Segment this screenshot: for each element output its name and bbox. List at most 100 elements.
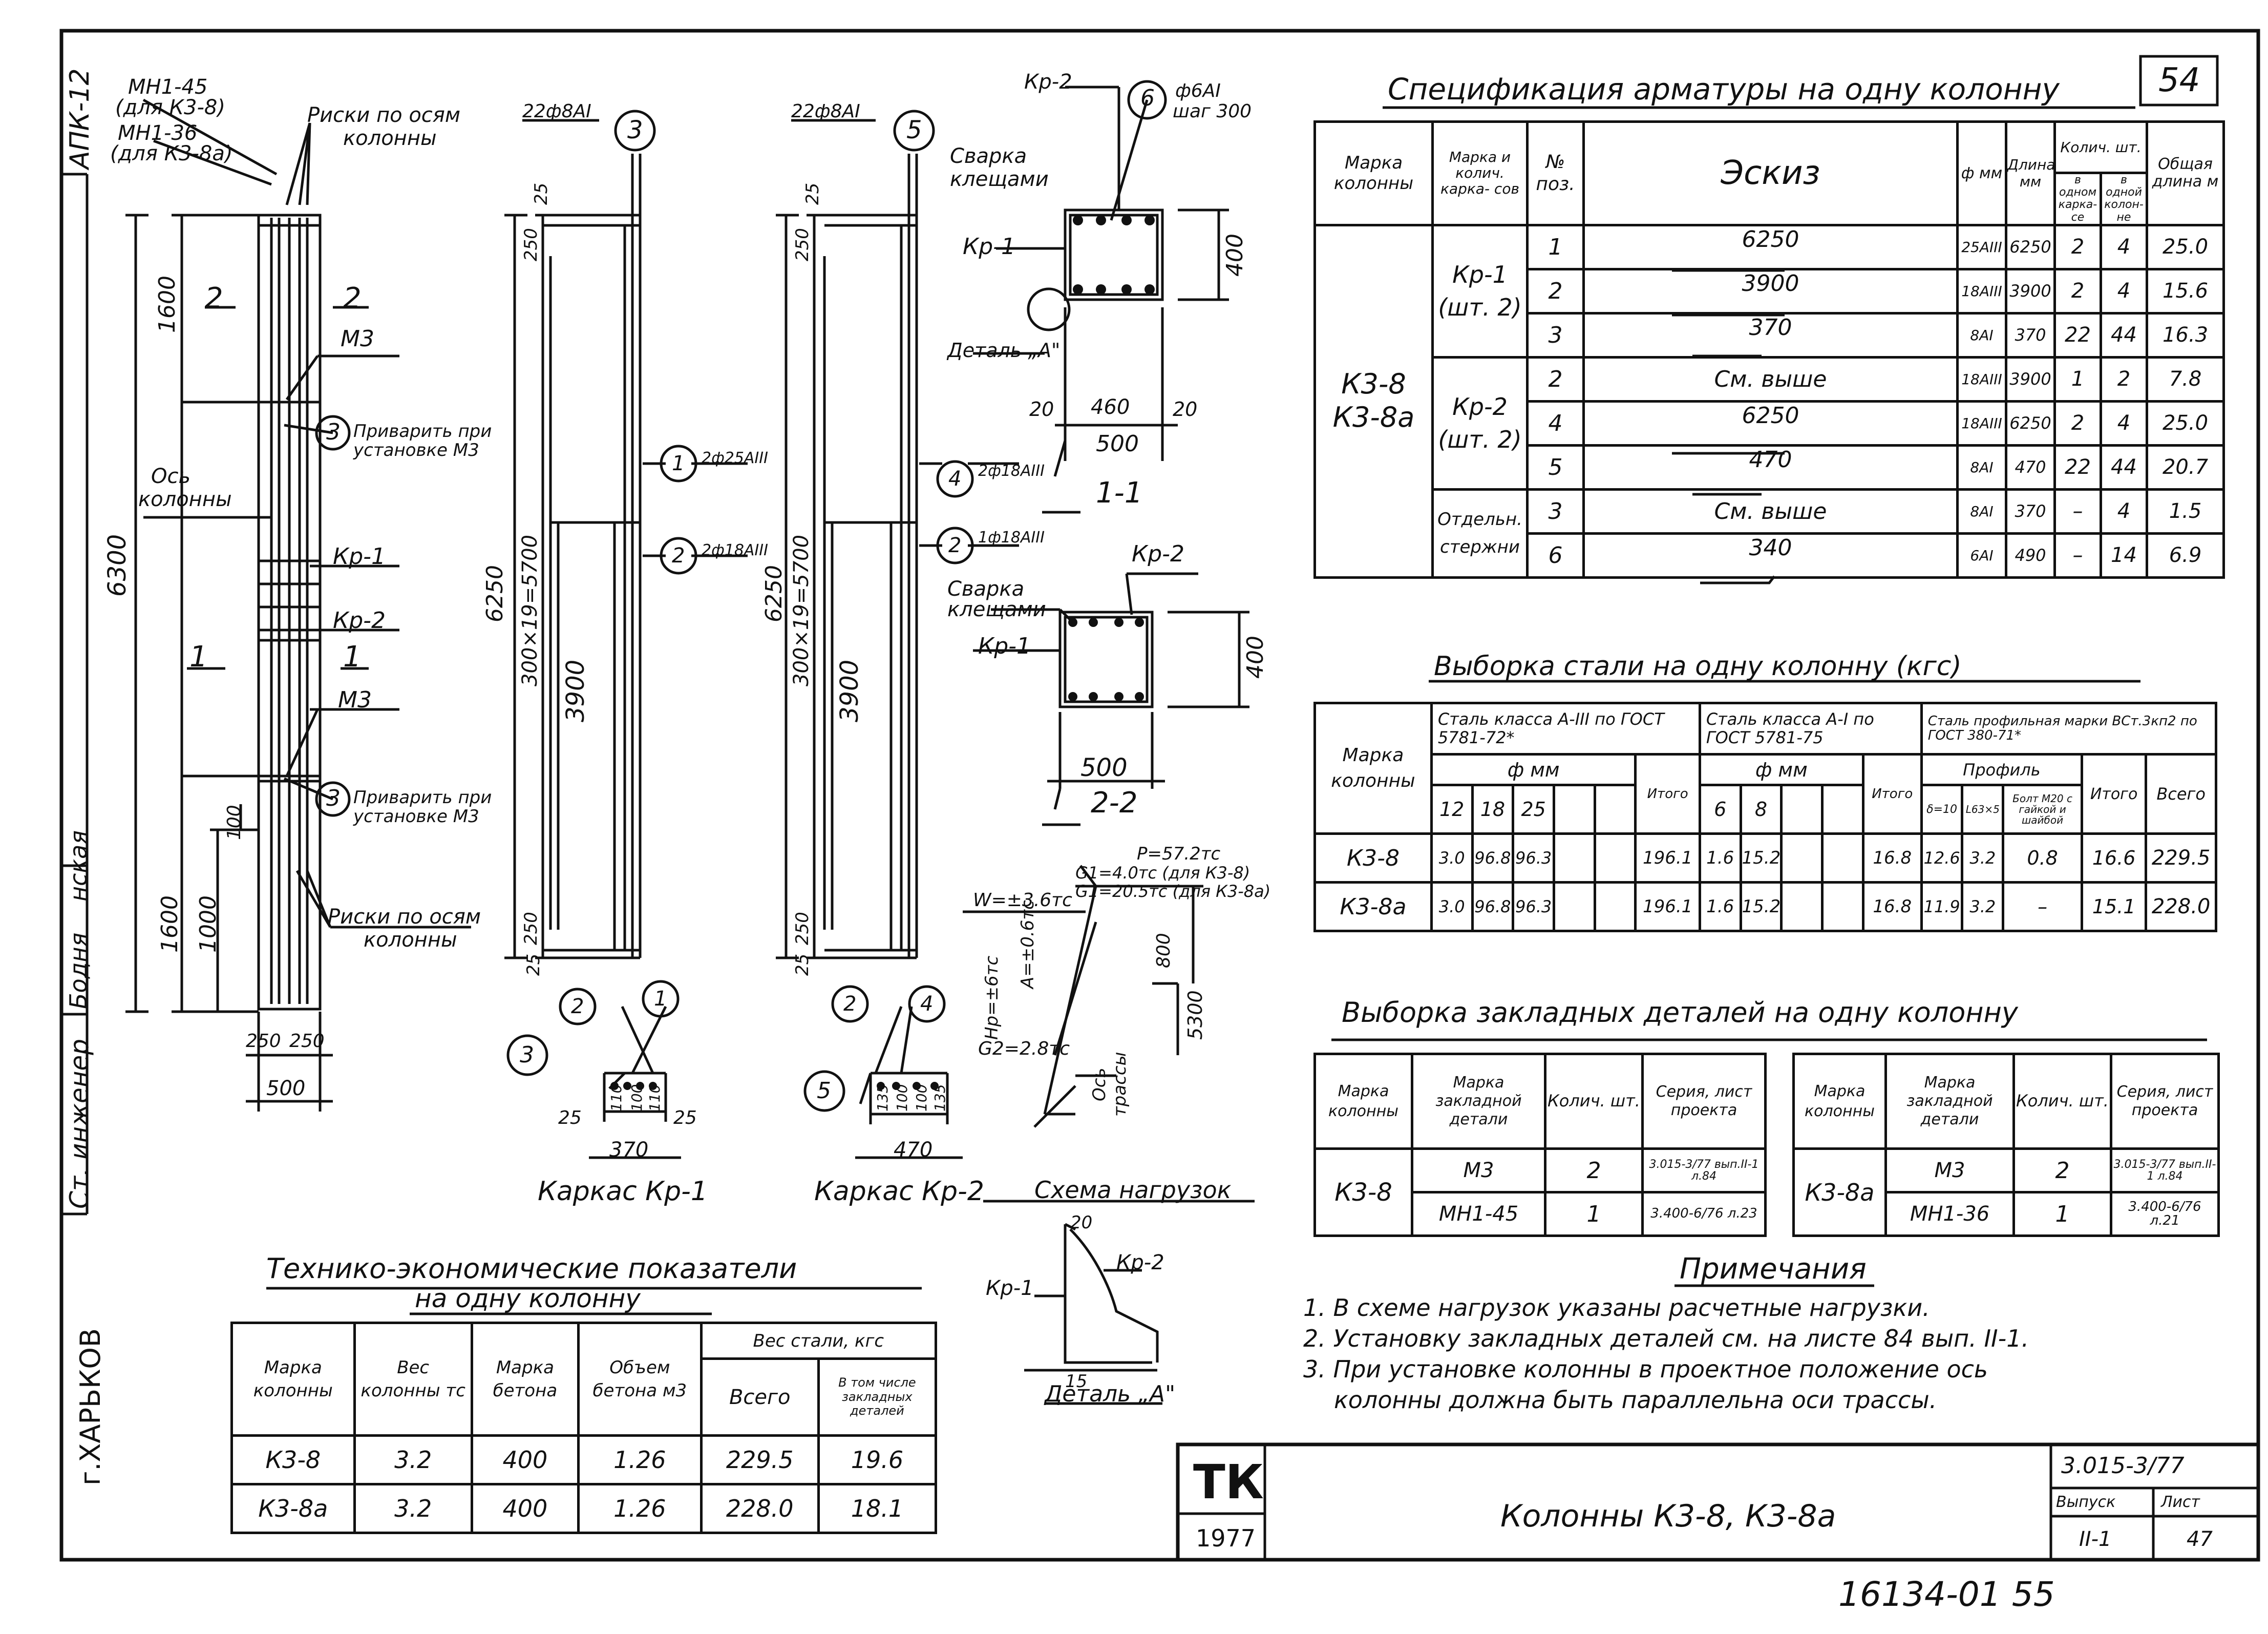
- kr1-dim-250-bottom: 250: [521, 912, 541, 945]
- tech-weight: 3.2: [353, 1483, 473, 1534]
- tech-mark: К3-8: [230, 1434, 356, 1485]
- load-dim-800: 800: [1153, 933, 1174, 968]
- spec-diam: 8АI: [1956, 311, 2007, 359]
- kr2-title: Каркас Кр-2: [814, 1176, 984, 1207]
- kr2-dim-3900: 3900: [835, 659, 864, 722]
- steel-itogo2: 16.8: [1861, 832, 1923, 884]
- tech-table: Марка колонны Вес колонны тс Марка бетон…: [230, 1322, 938, 1534]
- kr2-top-bar-label: 22ф8АI: [791, 101, 860, 122]
- kr2-dim-250-bottom: 250: [792, 912, 813, 945]
- load-g1-a: G1=4.0тс (для К3-8): [1075, 863, 1250, 883]
- spec-q2: 4: [2100, 400, 2148, 447]
- steel-s10: 11.9: [1920, 881, 1964, 932]
- tech-volume: 1.26: [577, 1483, 703, 1534]
- kr1-sec-dim-25b: 25: [673, 1107, 697, 1128]
- spec-diam: 25АIII: [1956, 223, 2007, 270]
- kr1-top-bar-label: 22ф8АI: [522, 101, 591, 122]
- spec-total: 16.3: [2146, 311, 2225, 359]
- kr2-callout-5: 5: [906, 116, 922, 144]
- detail-a-title: Деталь „А": [1045, 1381, 1176, 1407]
- spec-diam: 18АIII: [1956, 400, 2007, 447]
- kr1-sec-dim-370: 370: [609, 1138, 649, 1162]
- steel-h-s10: δ=10: [1920, 784, 1964, 835]
- emb-qty: 2: [2012, 1147, 2112, 1193]
- steel-h-d8: 8: [1739, 784, 1783, 835]
- label-axis-marks-bottom-2: колонны: [364, 928, 457, 952]
- spec-total: 20.7: [2146, 444, 2225, 491]
- kr1-sec-callout-2: 2: [571, 995, 584, 1018]
- spec-q2: 44: [2100, 311, 2148, 359]
- spec-pos: 5: [1526, 444, 1585, 491]
- spec-q1: –: [2053, 532, 2102, 579]
- spec-length: 370: [2005, 488, 2056, 535]
- kr1-bar2-label: 2ф18АIII: [702, 541, 768, 559]
- steel-empty: [1780, 832, 1824, 884]
- label-m3-top: М3: [341, 326, 374, 352]
- stamp-vypusk-header: Выпуск: [2056, 1493, 2116, 1511]
- spec-sketch: 3900: [1582, 267, 1959, 315]
- spec-pos: 2: [1526, 355, 1585, 403]
- spec-total: 25.0: [2146, 223, 2225, 270]
- kr1-bar1-label: 2ф25АIII: [702, 449, 768, 467]
- sec11-detail-a: Деталь „А": [947, 339, 1061, 362]
- spec-h-pos: № поз.: [1526, 120, 1585, 226]
- spec-column-mark: К3-8 К3-8а: [1313, 223, 1434, 579]
- spec-h-mark: Марка колонны: [1313, 120, 1434, 226]
- kr1-sec-callout-1: 1: [654, 987, 667, 1011]
- callout-3-bottom: [315, 781, 351, 817]
- tech-weight: 3.2: [353, 1434, 473, 1485]
- position-label: Ст. инженер: [65, 1038, 94, 1209]
- steel-empty: [1593, 832, 1637, 884]
- emb-series: 3.015-3/77 вып.II-1 л.84: [1641, 1147, 1767, 1193]
- kr1-dim-3900: 3900: [561, 659, 590, 722]
- embedded-table-left: Марка колонны Марка закладной детали Кол…: [1313, 1053, 1767, 1237]
- detail-a-kr1: Кр-1: [986, 1276, 1034, 1300]
- section-mark-1-left: 1: [189, 640, 208, 674]
- spec-length: 6250: [2005, 223, 2056, 270]
- city-label: г.ХАРЬКОВ: [74, 1328, 107, 1485]
- tech-concrete: 400: [470, 1483, 580, 1534]
- sec11-dim-20a: 20: [1029, 398, 1054, 421]
- kr2-sec-dim-135b: 135: [931, 1084, 948, 1112]
- steel-h-mm1: ф мм: [1430, 753, 1637, 786]
- spec-q1: 2: [2053, 400, 2102, 447]
- load-w: W=±3.6тс: [973, 890, 1072, 911]
- tech-subtitle: на одну колонну: [415, 1284, 641, 1313]
- label-axis: Ось: [151, 465, 191, 488]
- spec-diam: 6АI: [1956, 532, 2007, 579]
- spec-total: 25.0: [2146, 400, 2225, 447]
- label-weld-top: Приварить при: [353, 421, 492, 442]
- steel-bolt: –: [2002, 881, 2083, 932]
- spec-total: 1.5: [2146, 488, 2225, 535]
- sec11-step: шаг 300: [1173, 101, 1252, 122]
- sec22-label-kr1: Кр-1: [978, 633, 1031, 659]
- kr2-dim-25-bottom: 25: [792, 953, 813, 976]
- sec11-dim-20b: 20: [1173, 398, 1198, 421]
- spec-h-total: Общая длина м: [2146, 120, 2225, 226]
- callout-5-kr2-sec: [803, 1070, 845, 1112]
- steel-empty: [1553, 832, 1596, 884]
- emb-detail: М3: [1884, 1147, 2015, 1193]
- emb-h-series: Серия, лист проекта: [1641, 1053, 1767, 1150]
- spec-frame-separate: Отдельн. стержни: [1431, 488, 1529, 579]
- spec-frame-kr1: Кр-1 (шт. 2): [1431, 223, 1529, 359]
- spec-q2: 44: [2100, 444, 2148, 491]
- steel-mark: К3-8а: [1313, 881, 1433, 932]
- stamp-list: 47: [2187, 1527, 2213, 1551]
- dim-250a: 250: [246, 1031, 281, 1052]
- label-mn1-45: МН1-45: [128, 75, 208, 99]
- stamp-title: Колонны К3-8, К3-8а: [1500, 1498, 1836, 1534]
- steel-itogo3: 15.1: [2080, 881, 2148, 932]
- dim-6300: 6300: [103, 534, 132, 597]
- spec-length: 3900: [2005, 355, 2056, 403]
- label-mn1-36: МН1-36: [118, 121, 198, 145]
- emb-qty: 1: [1544, 1191, 1644, 1237]
- spec-length: 370: [2005, 311, 2056, 359]
- tech-incl: 18.1: [817, 1483, 938, 1534]
- steel-empty: [1821, 881, 1864, 932]
- callout-3-bottom-text: 3: [326, 785, 341, 811]
- spec-diam: 8АI: [1956, 444, 2007, 491]
- sec11-stirrup: ф6АI: [1175, 80, 1221, 101]
- label-weld-bottom-2: установке М3: [353, 806, 479, 827]
- spec-diam: 8АI: [1956, 488, 2007, 535]
